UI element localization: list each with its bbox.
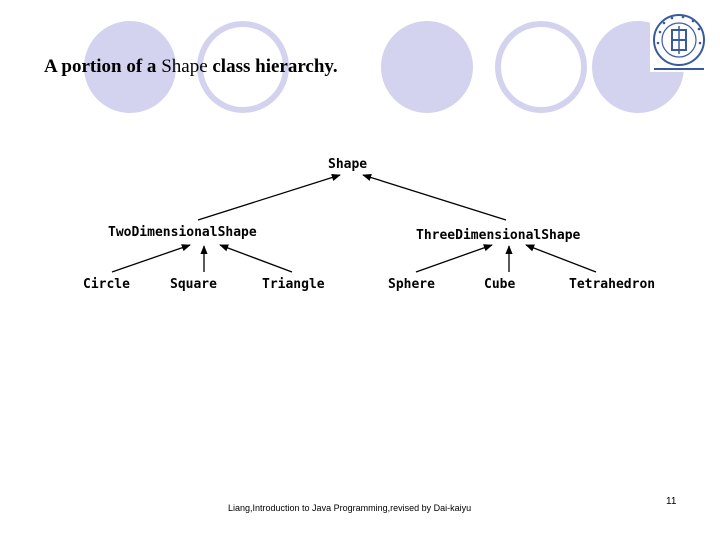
deco-circle-1 [84, 21, 176, 113]
edge-sphere-to-3d [415, 244, 493, 273]
node-shape: Shape [328, 157, 368, 172]
deco-circle-3 [381, 21, 473, 113]
page-number: 11 [666, 496, 677, 507]
edge-circle-to-2d [111, 244, 191, 273]
deco-circle-4 [495, 21, 587, 113]
edge-tetrahedron-to-3d [525, 244, 597, 273]
node-tetrahedron: Tetrahedron [569, 277, 656, 292]
node-sphere: Sphere [388, 277, 435, 292]
edge-3d-to-shape [362, 173, 507, 221]
node-square: Square [170, 277, 217, 292]
deco-circle-2 [197, 21, 289, 113]
footer-text: Liang,Introduction to Java Programming,r… [228, 503, 472, 513]
slide-title: A portion of a Shape class hierarchy. [44, 56, 338, 78]
title-part-3: class hierarchy. [212, 56, 338, 77]
edge-triangle-to-2d [219, 244, 293, 273]
title-part-1: A portion of a [44, 56, 157, 77]
node-three-dimensional-shape: ThreeDimensionalShape [416, 228, 581, 243]
node-circle: Circle [83, 277, 130, 292]
title-part-2: Shape [161, 56, 208, 77]
node-two-dimensional-shape: TwoDimensionalShape [108, 225, 257, 240]
edge-2d-to-shape [197, 174, 341, 221]
node-cube: Cube [484, 277, 516, 292]
node-triangle: Triangle [262, 277, 325, 292]
university-seal-icon [650, 12, 708, 72]
